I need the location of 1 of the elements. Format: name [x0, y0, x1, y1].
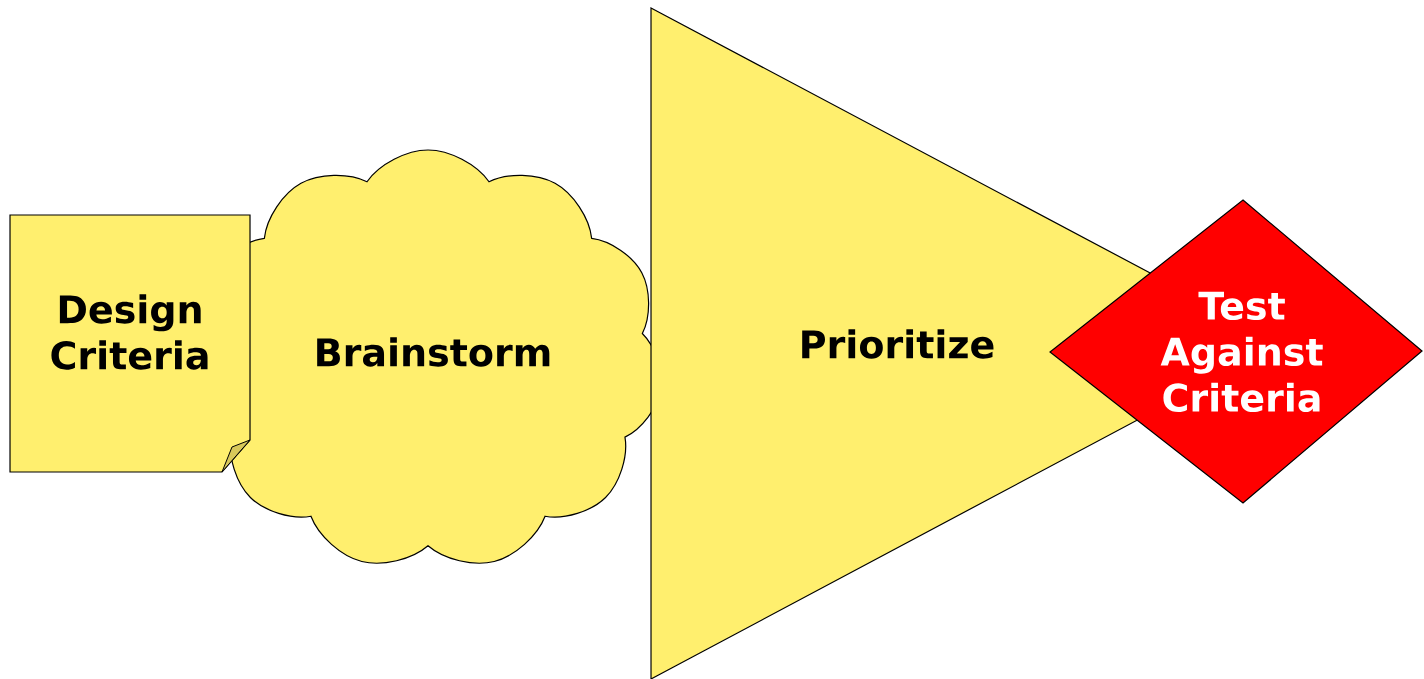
sticky-note: Design Criteria: [9, 214, 251, 473]
